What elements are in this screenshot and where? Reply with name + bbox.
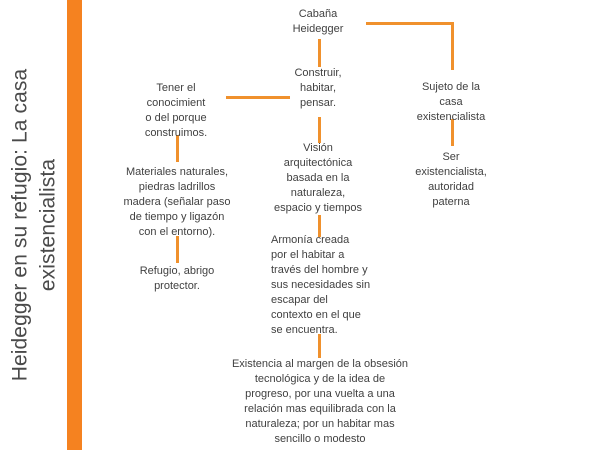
connector-cabana-to-sujeto-horizontal (366, 22, 454, 25)
node-materiales-naturales[interactable]: Materiales naturales, piedras ladrillos … (123, 166, 231, 238)
connector-cabana-to-construir (318, 39, 321, 67)
node-armonia-creada[interactable]: Armonía creada por el habitar a través d… (271, 234, 371, 336)
accent-bar (67, 0, 82, 450)
node-construir-habitar-pensar[interactable]: Construir, habitar, pensar. (294, 67, 342, 109)
connector-sujeto-to-ser (451, 119, 454, 146)
node-sujeto-casa-existencialista[interactable]: Sujeto de la casa existencialista (416, 81, 486, 123)
connector-tener-to-materiales (176, 135, 179, 162)
node-existencia-al-margen[interactable]: Existencia al margen de la obsesión tecn… (231, 358, 409, 445)
connector-construir-to-vision (318, 117, 321, 143)
connector-construir-to-tener (226, 96, 290, 99)
connector-cabana-to-sujeto-vertical (451, 22, 454, 70)
node-tener-el-conocimiento[interactable]: Tener el conocimient o del porque constr… (144, 82, 208, 139)
node-cabana-heidegger[interactable]: Cabaña Heidegger (292, 8, 344, 35)
connector-materiales-to-refugio (176, 236, 179, 263)
node-vision-arquitectonica[interactable]: Visión arquitectónica basada en la natur… (273, 142, 363, 214)
connector-armonia-to-existencia (318, 334, 321, 358)
connector-vision-to-armonia (318, 215, 321, 237)
node-refugio-abrigo[interactable]: Refugio, abrigo protector. (139, 265, 215, 292)
node-ser-existencialista[interactable]: Ser existencialista, autoridad paterna (415, 151, 487, 208)
